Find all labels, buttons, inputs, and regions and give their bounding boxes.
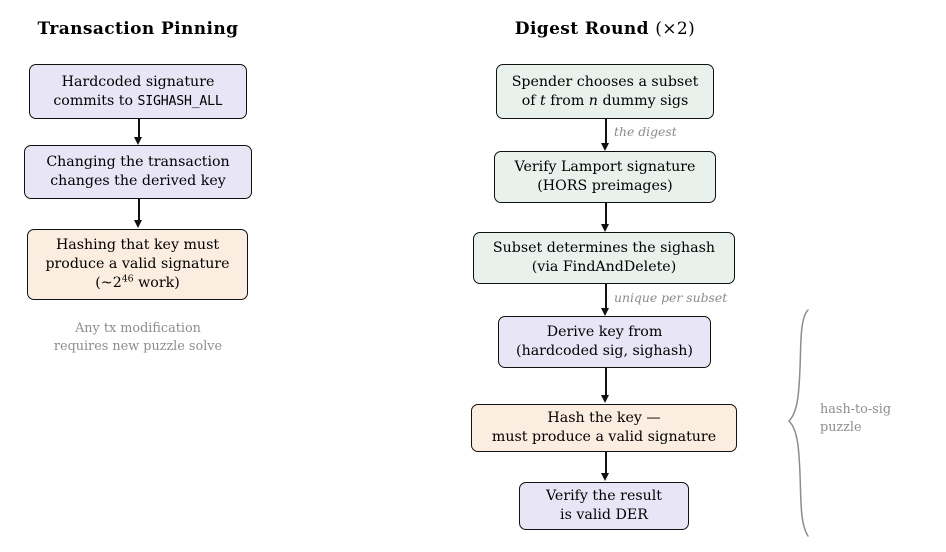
node-line: Hashing that key must xyxy=(55,237,220,254)
node-line: Hardcoded signature xyxy=(61,73,215,90)
column-title-transaction-pinning: Transaction Pinning xyxy=(37,19,239,39)
node-spender-chooses-subset: Spender chooses a subset of t from n dum… xyxy=(496,64,714,119)
node-line-work: (~246 work) xyxy=(95,273,180,291)
node-hardcoded-signature: Hardcoded signature commits to SIGHASH_A… xyxy=(29,64,247,119)
node-hash-the-key: Hash the key — must produce a valid sign… xyxy=(471,404,737,452)
node-line: Subset determines the sighash xyxy=(492,240,716,257)
node-line: Hash the key — xyxy=(547,410,661,427)
node-line: Verify Lamport signature xyxy=(514,159,696,176)
brace-label-hash-to-sig-puzzle: hash-to-sig puzzle xyxy=(820,401,940,437)
brace-hash-to-sig-puzzle xyxy=(784,308,820,538)
node-line: Spender chooses a subset xyxy=(511,73,699,90)
italic-token-n: n xyxy=(588,92,598,109)
caption-transaction-pinning: Any tx modification requires new puzzle … xyxy=(20,320,256,356)
node-line: of t from n dummy sigs xyxy=(521,92,689,109)
node-line: (hardcoded sig, sighash) xyxy=(516,343,693,359)
node-derive-key-from: Derive key from (hardcoded sig, sighash) xyxy=(498,316,711,368)
node-line: commits to SIGHASH_ALL xyxy=(53,92,223,109)
exponent-base: 2 xyxy=(112,274,122,291)
column-title-main: Digest Round xyxy=(514,19,649,39)
node-line: Derive key from xyxy=(546,324,663,341)
brace-label-line: puzzle xyxy=(820,420,862,436)
column-title-suffix: (×2) xyxy=(655,19,696,39)
node-line: Changing the transaction xyxy=(46,154,230,171)
node-line: (HORS preimages) xyxy=(537,178,673,194)
edge-label-unique-per-subset: unique per subset xyxy=(614,290,728,305)
curly-brace-icon xyxy=(787,309,809,537)
node-verify-lamport-signature: Verify Lamport signature (HORS preimages… xyxy=(494,151,716,203)
node-line: produce a valid signature xyxy=(45,256,230,273)
edge-label-the-digest: the digest xyxy=(614,124,677,139)
node-line: (via FindAndDelete) xyxy=(531,259,677,275)
mono-token: SIGHASH_ALL xyxy=(137,93,223,109)
node-line: changes the derived key xyxy=(50,173,226,189)
italic-token-t: t xyxy=(540,92,546,109)
node-hashing-that-key: Hashing that key must produce a valid si… xyxy=(27,229,248,300)
brace-label-line: hash-to-sig xyxy=(820,402,892,417)
node-subset-determines-sighash: Subset determines the sighash (via FindA… xyxy=(473,232,735,284)
column-title-digest-round: Digest Round (×2) xyxy=(495,19,715,39)
caption-line: requires new puzzle solve xyxy=(53,339,223,355)
node-line: Verify the result xyxy=(545,488,662,505)
node-line: must produce a valid signature xyxy=(491,429,717,445)
caption-line: Any tx modification xyxy=(75,321,201,336)
exponent-value: 46 xyxy=(121,273,134,285)
node-changing-transaction: Changing the transaction changes the der… xyxy=(24,145,252,199)
node-line: is valid DER xyxy=(560,507,648,523)
node-verify-result-der: Verify the result is valid DER xyxy=(519,482,689,530)
